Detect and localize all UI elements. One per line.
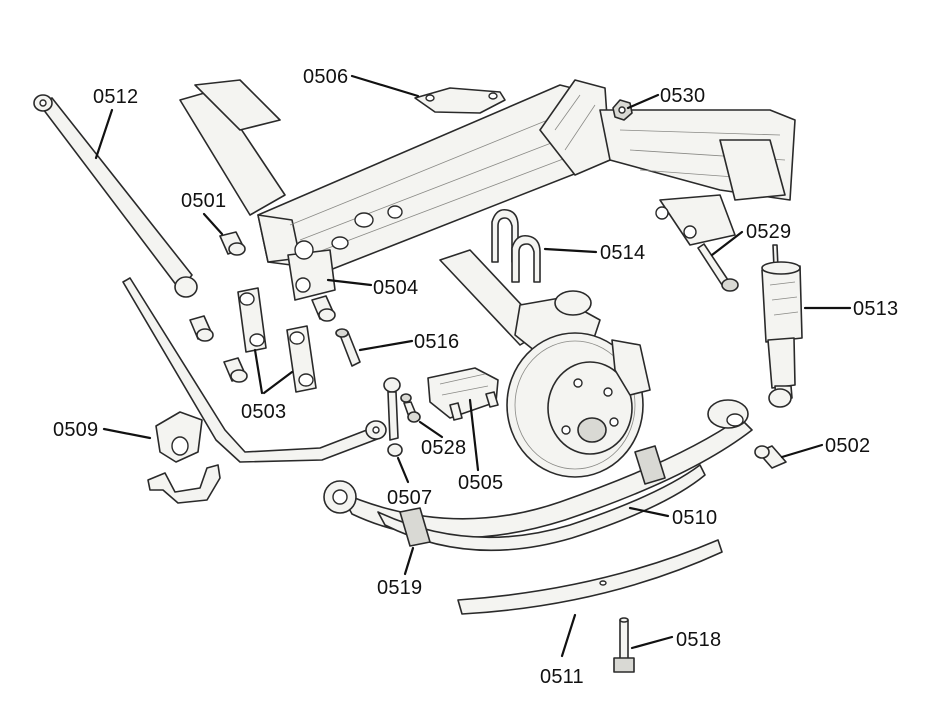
spring-leaf xyxy=(457,539,723,615)
stabiliser-link xyxy=(33,94,198,298)
leader-0518 xyxy=(630,635,674,650)
stabiliser-clamp xyxy=(147,411,221,504)
leader-0528 xyxy=(418,420,444,439)
label-0503: 0503 xyxy=(241,401,286,423)
leader-0511 xyxy=(560,613,577,658)
label-0513: 0513 xyxy=(853,298,898,320)
label-0507: 0507 xyxy=(387,487,432,509)
bush-0501 xyxy=(219,231,246,256)
leader-0516 xyxy=(358,339,414,352)
leader-0519 xyxy=(403,546,415,576)
label-0502: 0502 xyxy=(825,435,870,457)
bolt-0528 xyxy=(400,393,421,423)
label-0529: 0529 xyxy=(746,221,791,243)
bush-0504 xyxy=(311,295,336,322)
label-0511: 0511 xyxy=(540,666,584,688)
label-0505: 0505 xyxy=(458,472,503,494)
label-0506: 0506 xyxy=(303,66,348,88)
bush-left-lower xyxy=(223,357,248,383)
label-0528: 0528 xyxy=(421,437,466,459)
shock-absorber xyxy=(761,244,803,408)
spring-clamp-plate xyxy=(427,367,499,421)
leader-0514 xyxy=(543,247,598,254)
label-0504: 0504 xyxy=(373,277,418,299)
nut-0530 xyxy=(612,99,633,121)
leader-0501 xyxy=(202,212,224,236)
leader-lines xyxy=(94,74,852,658)
label-0519: 0519 xyxy=(377,577,422,599)
bump-stop-plate xyxy=(414,87,506,114)
leaf-spring xyxy=(323,399,753,552)
u-bolts xyxy=(491,208,541,283)
leader-0506 xyxy=(350,74,420,98)
leader-0529 xyxy=(710,230,744,257)
bush-0502 xyxy=(754,445,787,469)
leader-0512 xyxy=(94,108,114,160)
spring-hanger-bracket xyxy=(287,240,336,301)
leader-0510 xyxy=(628,506,670,518)
label-0530: 0530 xyxy=(660,85,705,107)
shackle-plates xyxy=(237,287,317,393)
label-0501: 0501 xyxy=(181,190,226,212)
label-0516: 0516 xyxy=(414,331,459,353)
anti-roll-bar xyxy=(122,277,387,463)
leader-0503a xyxy=(253,348,264,395)
label-0510: 0510 xyxy=(672,507,717,529)
bush-left-upper xyxy=(189,315,214,342)
bolt-0516 xyxy=(335,328,361,367)
leader-0504 xyxy=(326,278,373,287)
leader-0502 xyxy=(780,443,824,459)
bolt-0507 xyxy=(383,377,403,457)
label-0509: 0509 xyxy=(53,419,98,441)
axle-and-brake-disc xyxy=(506,290,651,478)
leader-0530 xyxy=(626,93,660,110)
bolt-0529 xyxy=(697,243,739,292)
part-labels: 0506 0530 0512 0501 0504 0514 0529 0513 … xyxy=(53,66,898,688)
label-0514: 0514 xyxy=(600,242,645,264)
leader-0507 xyxy=(396,456,410,484)
label-0512: 0512 xyxy=(93,86,138,108)
centre-bolt xyxy=(613,617,635,673)
label-0518: 0518 xyxy=(676,629,721,651)
leader-0509 xyxy=(102,427,152,440)
leader-0505 xyxy=(468,398,480,472)
leader-0503b xyxy=(262,370,294,395)
chassis-frame xyxy=(179,79,796,346)
